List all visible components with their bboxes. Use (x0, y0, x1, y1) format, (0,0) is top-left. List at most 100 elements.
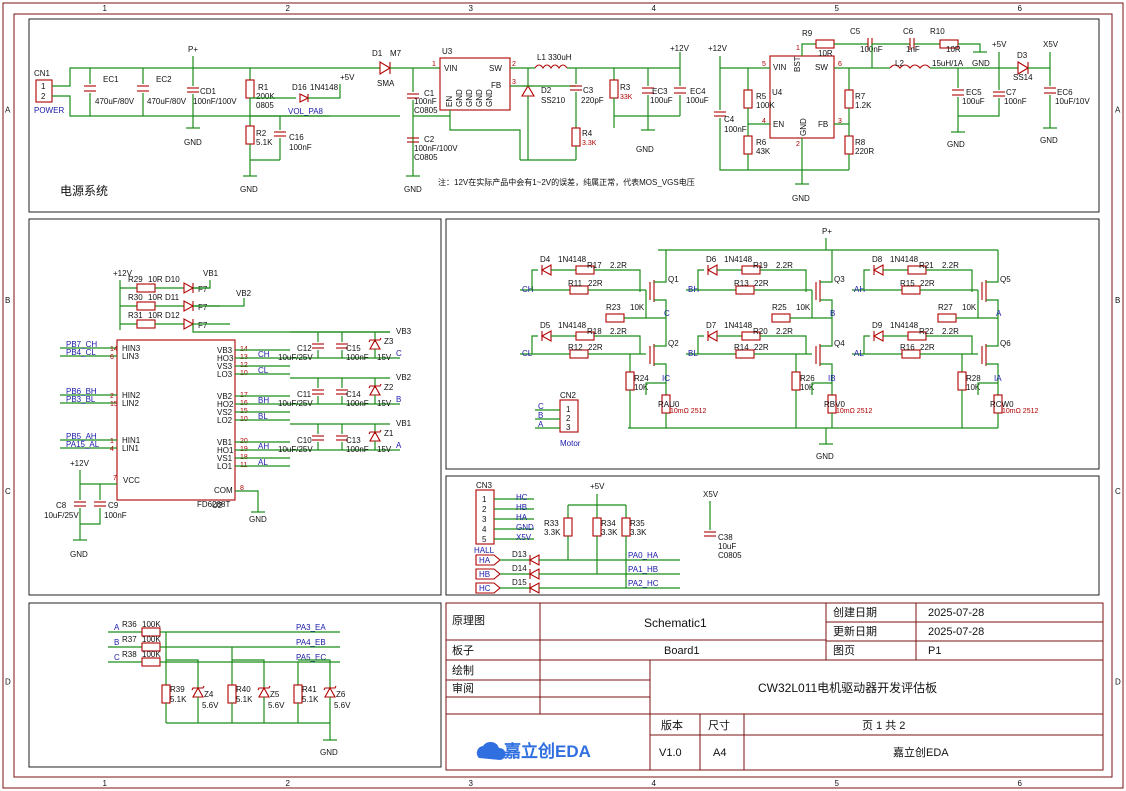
diode-body (183, 318, 195, 330)
border-row-mark: D (5, 678, 11, 687)
diode-body (872, 330, 884, 342)
svg-text:SS210: SS210 (541, 96, 566, 105)
label-text: 3.3K (601, 528, 618, 537)
driver-input-net: PB5_AH (66, 432, 97, 441)
pin-number: 4 (110, 446, 114, 453)
zener-bar (368, 337, 382, 343)
border-col-mark: 5 (835, 779, 840, 788)
svg-text:100nF: 100nF (724, 125, 747, 134)
label-text: 2.2R (942, 327, 959, 336)
border-col-mark: 1 (103, 4, 108, 13)
zener-bar (191, 685, 205, 691)
phase-output-net: C (664, 309, 670, 318)
svg-text:C9: C9 (108, 501, 119, 510)
svg-text:CN3: CN3 (476, 481, 493, 490)
label-text: 10K (630, 303, 645, 312)
svg-text:+12V: +12V (70, 459, 90, 468)
diode (706, 264, 718, 276)
diode (540, 330, 552, 342)
svg-text:R9: R9 (802, 29, 813, 38)
svg-text:10uF/25V: 10uF/25V (44, 511, 79, 520)
net-port (475, 568, 501, 580)
driver-input-net: PB7_CH (66, 340, 97, 349)
svg-text:Motor: Motor (560, 439, 581, 448)
pin-number: 2 (110, 393, 114, 400)
pin-number: 2 (482, 505, 487, 514)
diode-body (706, 330, 718, 342)
pin-name: LIN2 (122, 399, 139, 408)
svg-text:R3: R3 (620, 83, 631, 92)
label-text: 15V (377, 445, 392, 454)
svg-text:GND: GND (485, 89, 494, 107)
wire (926, 269, 973, 292)
wire (654, 299, 667, 320)
label-text: 1N4148 (558, 321, 587, 330)
svg-text:SS14: SS14 (1013, 73, 1033, 82)
zener-body (192, 686, 204, 698)
pin-number: 15 (110, 401, 118, 408)
label-text: R22 (919, 327, 934, 336)
cn1-ref: CN1 (34, 69, 51, 78)
svg-text:470uF/80V: 470uF/80V (95, 97, 135, 106)
gate-net: CH (258, 350, 270, 359)
svg-text:R7: R7 (855, 92, 866, 101)
label-text: R37 (122, 635, 137, 644)
wire (863, 269, 870, 290)
title-block: 原理图 Schematic1 板子 Board1 绘制 审阅 创建日期 2025… (445, 602, 1104, 771)
gate-net: CL (258, 366, 269, 375)
power-section-title: 电源系统 (60, 184, 108, 198)
label-text: D5 (540, 321, 551, 330)
label-text: D9 (872, 321, 883, 330)
border-col-mark: 2 (286, 779, 291, 788)
gate-input-net: BH (688, 285, 699, 294)
svg-text:C0805: C0805 (414, 106, 438, 115)
border-col-mark: 3 (469, 4, 474, 13)
resistor (605, 313, 625, 323)
label-text: C12 (297, 344, 312, 353)
svg-text:1N4148: 1N4148 (310, 83, 339, 92)
current-sense-net: IC (662, 374, 670, 383)
diode-body (540, 264, 552, 276)
svg-text:200K: 200K (256, 92, 275, 101)
svg-text:X5V: X5V (703, 490, 719, 499)
wire (697, 335, 704, 354)
phase-net: B (396, 395, 401, 404)
hall-net: GND (516, 523, 534, 532)
wire (654, 363, 667, 395)
svg-text:10R: 10R (946, 45, 961, 54)
label-text: Z5 (270, 690, 280, 699)
pin-name: VS2 (217, 408, 233, 417)
label-text: 2.2R (610, 261, 627, 270)
company-name: 嘉立创EDA (893, 745, 949, 759)
svg-text:GND: GND (947, 140, 965, 149)
svg-text:D1: D1 (372, 49, 383, 58)
svg-text:5.1K: 5.1K (256, 138, 273, 147)
resistor (791, 371, 801, 391)
logo-text: 嘉立创EDA (503, 741, 591, 761)
diode-body (183, 300, 195, 312)
inner-border (13, 13, 1113, 778)
pin-name: LO1 (217, 462, 233, 471)
label-text: 100nF (346, 399, 369, 408)
svg-text:FB: FB (818, 120, 828, 129)
label-text: 2.2R (610, 327, 627, 336)
border-col-mark: 5 (835, 4, 840, 13)
svg-text:1nF: 1nF (906, 45, 920, 54)
svg-text:C38: C38 (718, 533, 733, 542)
diode-body (872, 264, 884, 276)
mosfet-ref: Q3 (834, 275, 845, 284)
border-row-mark: D (1115, 678, 1121, 687)
label-text: R33 (544, 519, 559, 528)
svg-text:1.2K: 1.2K (855, 101, 872, 110)
label-text: 22R (754, 279, 769, 288)
wire (531, 269, 538, 290)
gate-net: BL (258, 412, 268, 421)
label-text: R30 (128, 293, 143, 302)
label-text: D15 (512, 578, 527, 587)
pin-name: HO2 (217, 400, 234, 409)
mosfet-ref: Q5 (1000, 275, 1011, 284)
svg-text:100uF: 100uF (962, 97, 985, 106)
label-text: 5.6V (202, 701, 219, 710)
